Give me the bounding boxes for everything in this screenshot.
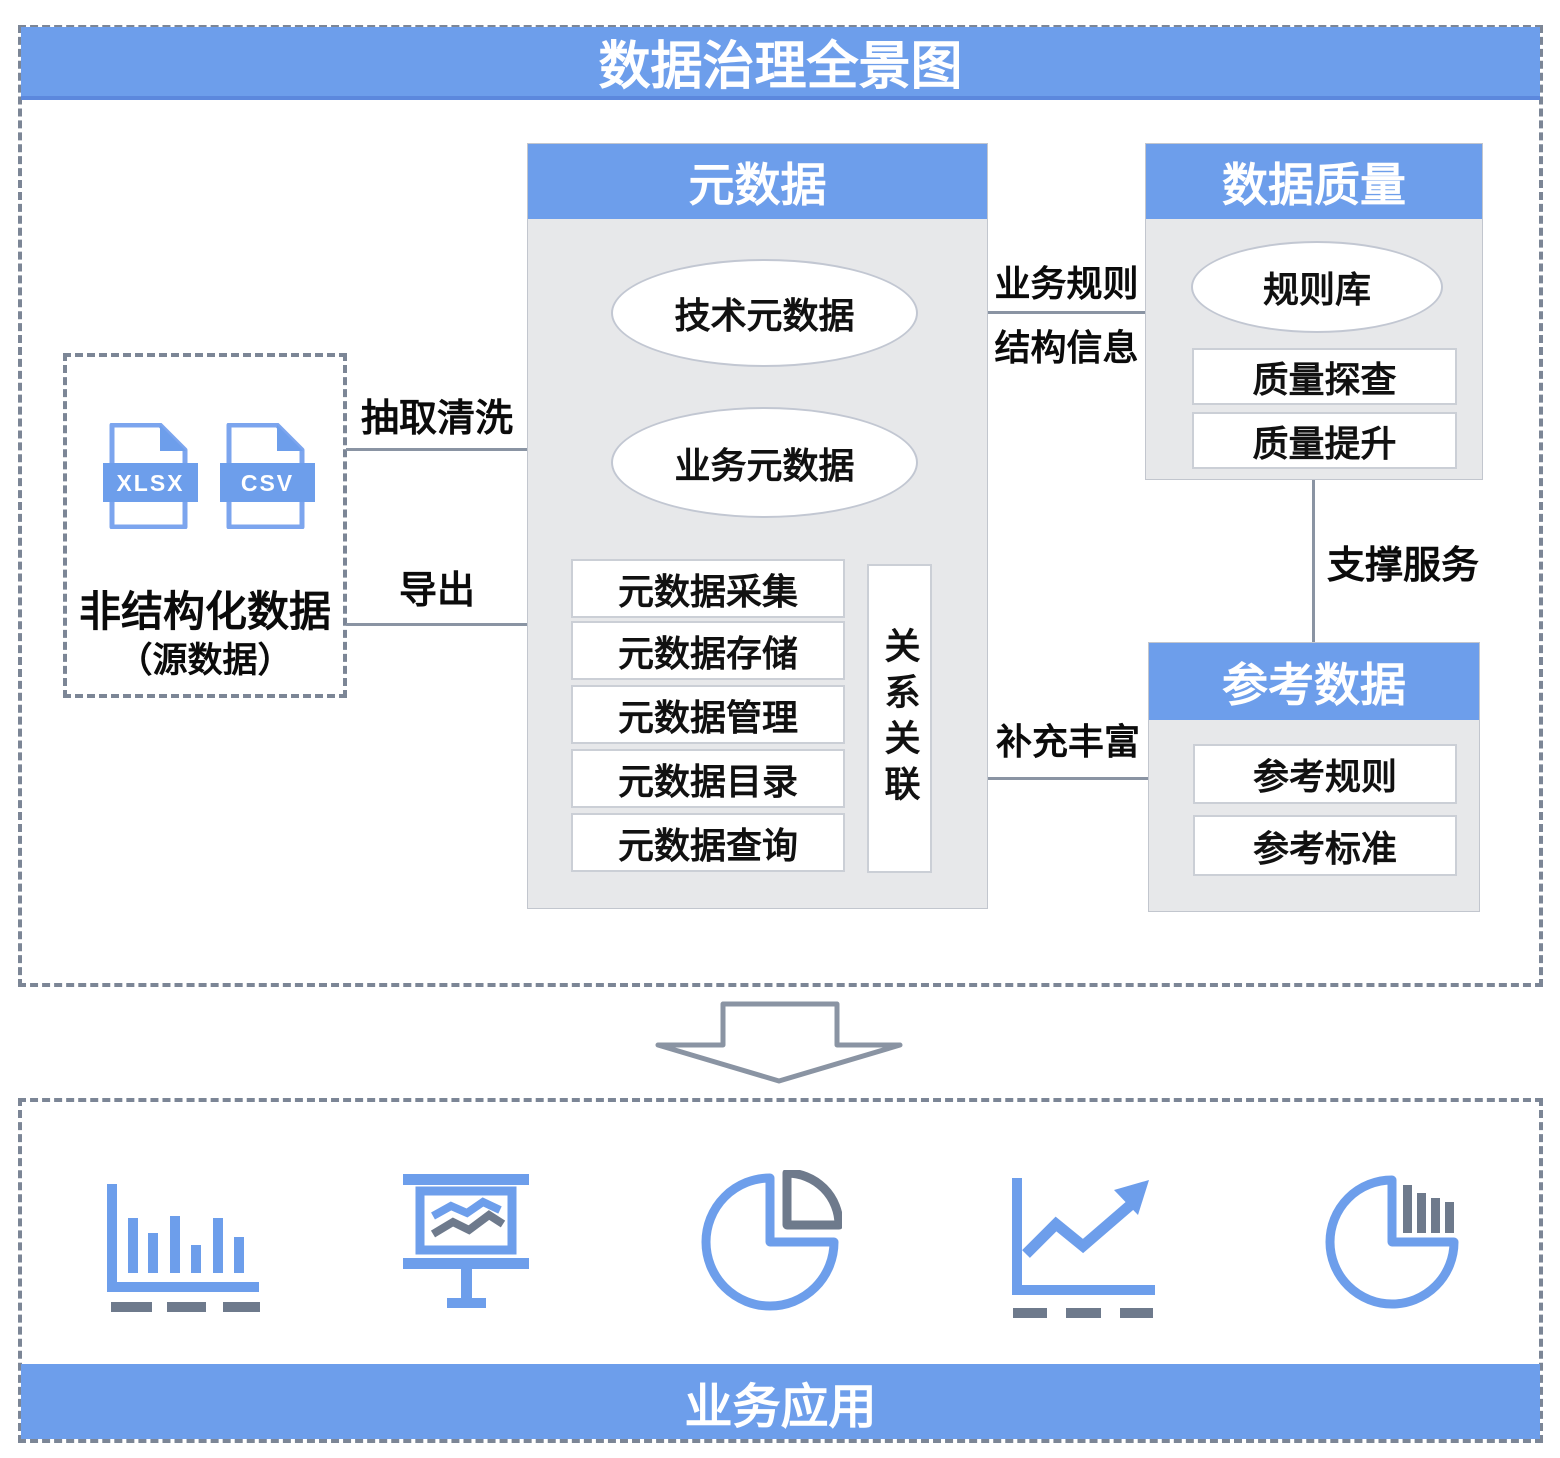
business-rules-connector-line: [988, 311, 1145, 314]
metadata-module-collect: 元数据采集: [571, 559, 845, 618]
pie-chart-icon: [701, 1170, 842, 1311]
business-metadata-ellipse: 业务元数据: [611, 407, 918, 518]
metadata-panel: 元数据 技术元数据 业务元数据 元数据采集 元数据存储 元数据管理 元数据目录 …: [527, 143, 988, 909]
presentation-chart-icon: [403, 1174, 529, 1308]
extract-connector-label: 抽取清洗: [360, 398, 513, 440]
reference-module-standards: 参考标准: [1193, 815, 1457, 876]
source-box-title: 非结构化数据: [78, 588, 331, 635]
support-service-connector-line: [1312, 480, 1315, 642]
export-connector-line: [346, 623, 527, 626]
metadata-module-store: 元数据存储: [571, 621, 845, 680]
down-arrow-icon: [655, 1001, 903, 1084]
business-rules-label: 业务规则: [994, 263, 1139, 304]
reference-data-panel-title: 参考数据: [1222, 658, 1406, 711]
page-title-text: 数据治理全景图: [598, 38, 963, 96]
business-application-title: 业务应用: [684, 1380, 877, 1434]
support-service-label: 支撑服务: [1326, 545, 1479, 587]
relation-association-box: 关系关联: [867, 564, 932, 873]
metadata-module-catalog: 元数据目录: [571, 749, 845, 808]
reference-module-rules: 参考规则: [1193, 744, 1457, 804]
business-metadata-label: 业务元数据: [674, 444, 855, 486]
enrich-connector-line: [988, 777, 1148, 780]
csv-file-label: CSV: [241, 470, 294, 496]
enrich-connector-label: 补充丰富: [995, 721, 1140, 762]
quality-module-improve: 质量提升: [1192, 412, 1457, 469]
metadata-module-query: 元数据查询: [571, 813, 845, 872]
xlsx-file-icon: XLSX: [103, 423, 198, 529]
bar-chart-icon: [107, 1184, 260, 1312]
source-box-subtitle: （源数据）: [117, 641, 293, 680]
metadata-panel-header: 元数据: [528, 144, 987, 219]
technical-metadata-ellipse: 技术元数据: [611, 259, 918, 367]
structure-info-label: 结构信息: [994, 327, 1139, 368]
data-quality-panel-header: 数据质量: [1146, 144, 1482, 219]
data-quality-panel-title: 数据质量: [1222, 158, 1406, 211]
business-application-bar: 业务应用: [21, 1364, 1540, 1439]
data-quality-panel: 数据质量 规则库 质量探查 质量提升: [1145, 143, 1483, 480]
rule-library-ellipse: 规则库: [1191, 241, 1443, 333]
extract-connector-line: [346, 448, 527, 451]
line-chart-icon: [1012, 1178, 1155, 1318]
export-connector-label: 导出: [398, 570, 475, 612]
reference-data-panel: 参考数据 参考规则 参考标准: [1148, 642, 1480, 912]
xlsx-file-label: XLSX: [116, 470, 184, 496]
metadata-panel-title: 元数据: [688, 158, 827, 211]
csv-file-icon: CSV: [220, 423, 315, 529]
page-title: 数据治理全景图: [21, 27, 1540, 100]
technical-metadata-label: 技术元数据: [674, 295, 855, 336]
quality-module-explore: 质量探查: [1192, 348, 1457, 405]
metadata-module-manage: 元数据管理: [571, 685, 845, 744]
reference-data-panel-header: 参考数据: [1149, 643, 1479, 720]
pie-bar-chart-icon: [1325, 1175, 1459, 1309]
